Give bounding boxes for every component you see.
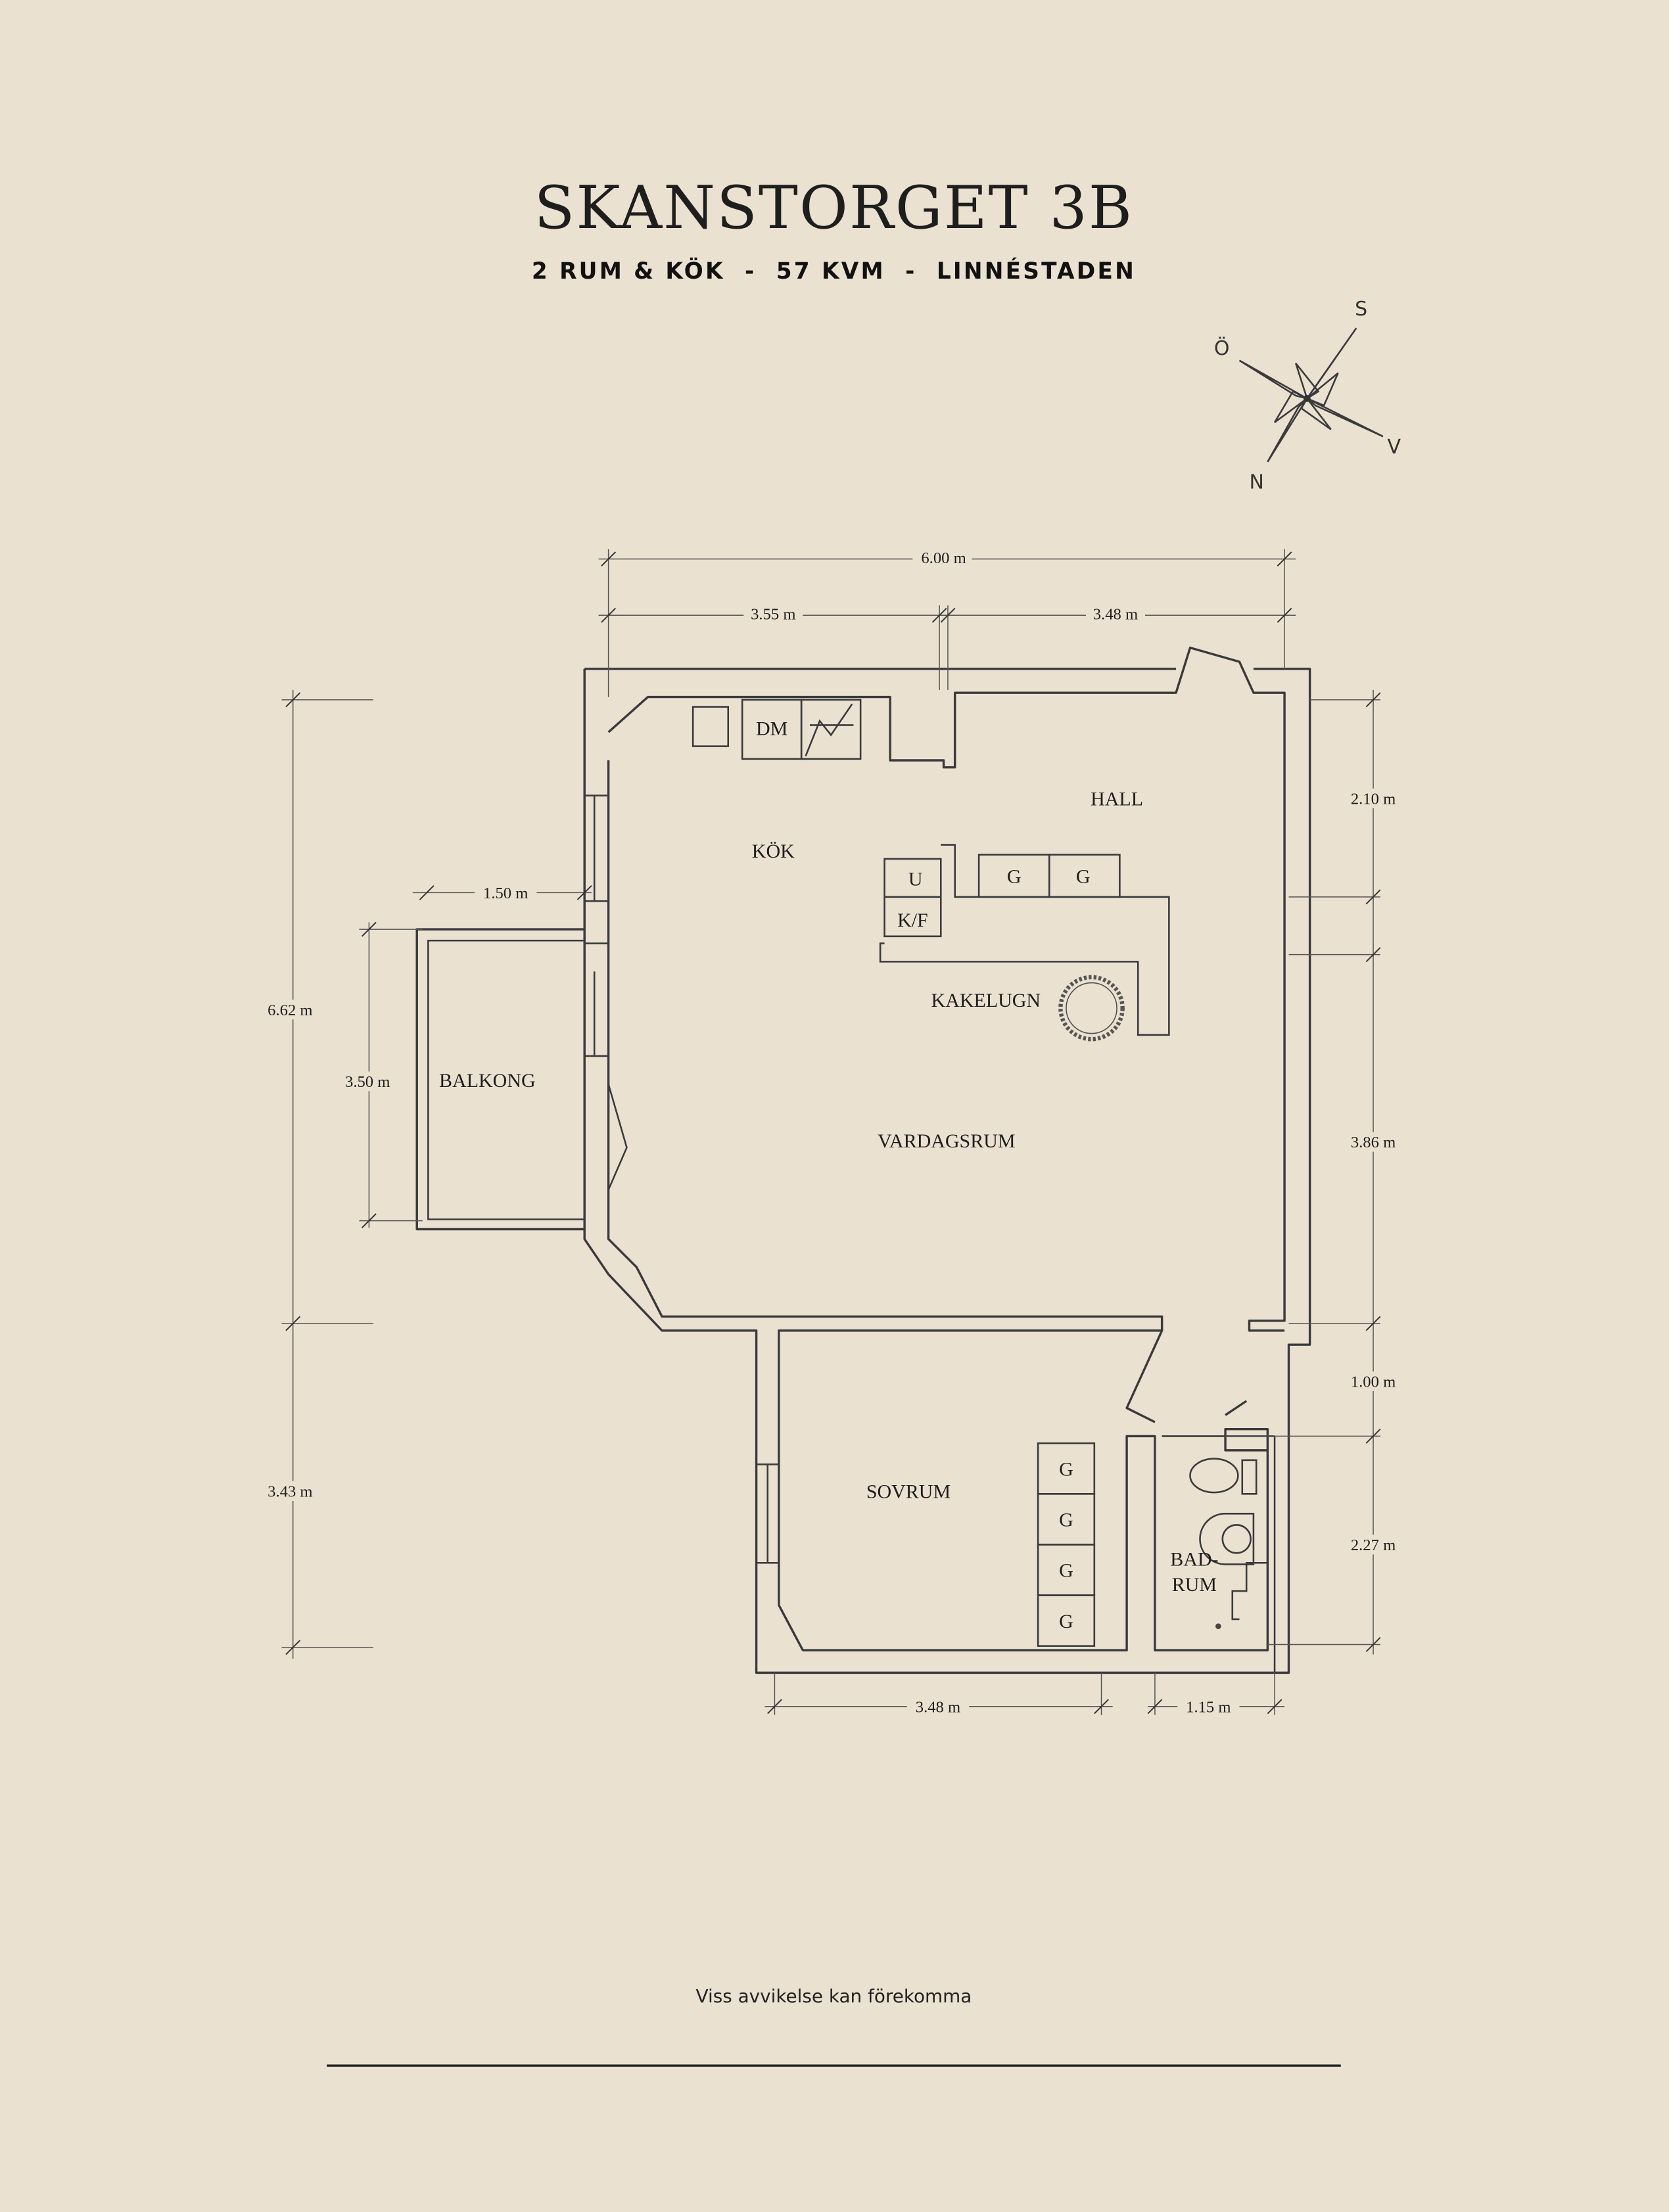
bathroom-fixtures [1189,1458,1268,1629]
compass-rose-icon [1238,327,1384,463]
balcony-outline [415,928,585,1231]
wardrobe-label: G [1007,865,1022,887]
room-label-bathroom-2: RUM [1172,1574,1217,1596]
dim-top-total: 6.00 m [921,549,966,567]
dim-right-hall: 2.10 m [1351,790,1396,808]
room-label-living-room: VARDAGSRUM [878,1130,1015,1152]
dim-top-left: 3.55 m [751,606,795,624]
kitchen-counter [692,699,1170,1042]
disclaimer-text: Viss avvikelse kan förekomma [696,1985,972,2007]
dim-balcony-depth: 1.50 m [483,885,528,902]
compass-east-label: Ö [1214,336,1230,360]
dim-left-lower: 3.43 m [268,1483,312,1501]
wardrobe-label: G [1059,1611,1073,1632]
dim-right-bath: 2.27 m [1351,1536,1396,1554]
compass-south-label: S [1355,298,1367,321]
dim-bottom-bedroom: 3.48 m [916,1698,960,1716]
dim-left-total: 6.62 m [268,1002,312,1019]
compass-west-label: V [1387,436,1401,459]
wardrobe-label: G [1059,1458,1073,1480]
dim-top-right: 3.48 m [1093,606,1138,624]
dishwasher-label: DM [756,718,787,739]
dim-bottom-bath: 1.15 m [1186,1698,1231,1716]
dim-right-living: 3.86 m [1351,1134,1396,1151]
page-title: SKANSTORGET 3B [534,173,1134,242]
dimension-lines [281,549,1381,1715]
room-label-bedroom: SOVRUM [866,1481,951,1503]
wardrobe-label: G [1059,1560,1073,1582]
room-label-kitchen: KÖK [752,841,795,862]
wardrobe-label: G [1059,1509,1073,1531]
dimension-labels: 6.00 m 3.55 m 3.48 m 6.62 m 3.43 m 1.50 … [259,547,1405,1717]
wardrobe-label: G [1076,865,1091,887]
fridge-freezer-label: K/F [897,910,928,931]
room-label-hall: HALL [1091,789,1143,810]
room-label-bathroom-1: BAD- [1170,1549,1218,1571]
page-subtitle: 2 RUM & KÖK - 57 KVM - LINNÉSTADEN [532,258,1136,285]
walls [583,646,1311,1674]
oven-label: U [908,869,923,890]
bedroom-wardrobes [1037,1442,1096,1647]
tiled-stove-label: KAKELUGN [931,990,1041,1011]
room-label-balcony: BALKONG [439,1070,536,1092]
compass-north-label: N [1249,471,1263,494]
dim-balcony-width: 3.50 m [345,1073,390,1091]
dim-right-passage: 1.00 m [1351,1373,1396,1391]
